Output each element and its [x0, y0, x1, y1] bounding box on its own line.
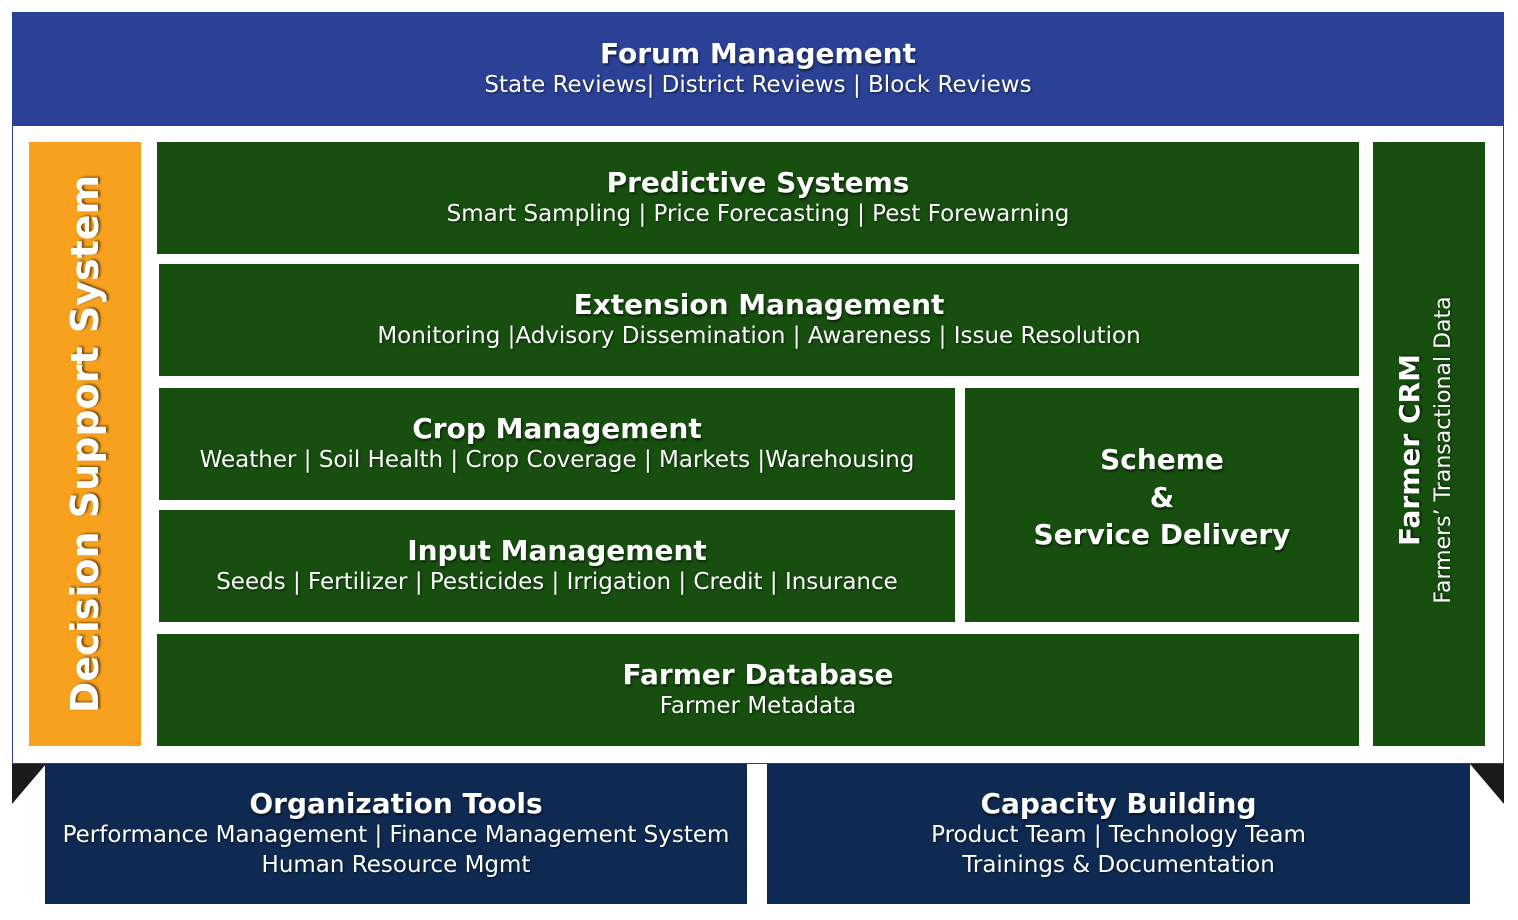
- scheme-title-line3: Service Delivery: [1033, 518, 1291, 551]
- forum-management-block: Forum Management State Reviews| District…: [12, 12, 1504, 126]
- predictive-systems-block: Predictive Systems Smart Sampling | Pric…: [157, 142, 1359, 254]
- capacity-building-block: Capacity Building Product Team | Technol…: [767, 764, 1470, 904]
- left-corner-shade: [12, 764, 46, 804]
- input-management-block: Input Management Seeds | Fertilizer | Pe…: [159, 510, 955, 622]
- farmer-database-block: Farmer Database Farmer Metadata: [157, 634, 1359, 746]
- organization-tools-title: Organization Tools: [249, 787, 543, 820]
- predictive-systems-title: Predictive Systems: [606, 166, 910, 199]
- scheme-title-line2: &: [1149, 481, 1175, 514]
- capacity-building-line2: Trainings & Documentation: [962, 852, 1275, 878]
- organization-tools-line1: Performance Management | Finance Managem…: [62, 822, 730, 848]
- farmer-database-title: Farmer Database: [622, 658, 894, 691]
- scheme-service-delivery-block: Scheme & Service Delivery: [965, 388, 1359, 622]
- farmer-crm-subtitle: Farmers’ Transactional Data: [1431, 296, 1456, 604]
- forum-management-subtitle: State Reviews| District Reviews | Block …: [484, 72, 1032, 98]
- extension-management-title: Extension Management: [573, 288, 945, 321]
- capacity-building-title: Capacity Building: [980, 787, 1257, 820]
- decision-support-block: Decision Support System: [29, 142, 141, 746]
- right-corner-shade: [1470, 764, 1504, 804]
- input-management-subtitle: Seeds | Fertilizer | Pesticides | Irriga…: [216, 569, 898, 595]
- organization-tools-block: Organization Tools Performance Managemen…: [45, 764, 747, 904]
- input-management-title: Input Management: [407, 534, 707, 567]
- farmer-database-subtitle: Farmer Metadata: [659, 693, 857, 719]
- organization-tools-line2: Human Resource Mgmt: [261, 852, 531, 878]
- scheme-title-line1: Scheme: [1100, 443, 1224, 476]
- decision-support-title: Decision Support System: [63, 174, 107, 714]
- crop-management-title: Crop Management: [412, 412, 702, 445]
- predictive-systems-subtitle: Smart Sampling | Price Forecasting | Pes…: [446, 201, 1070, 227]
- farmer-crm-title: Farmer CRM: [1393, 354, 1426, 546]
- farmer-crm-block: Farmer CRM Farmers’ Transactional Data: [1373, 142, 1485, 746]
- crop-management-subtitle: Weather | Soil Health | Crop Coverage | …: [199, 447, 915, 473]
- extension-management-subtitle: Monitoring |Advisory Dissemination | Awa…: [377, 323, 1141, 349]
- extension-management-block: Extension Management Monitoring |Advisor…: [159, 264, 1359, 376]
- capacity-building-line1: Product Team | Technology Team: [931, 822, 1306, 848]
- forum-management-title: Forum Management: [600, 37, 916, 70]
- crop-management-block: Crop Management Weather | Soil Health | …: [159, 388, 955, 500]
